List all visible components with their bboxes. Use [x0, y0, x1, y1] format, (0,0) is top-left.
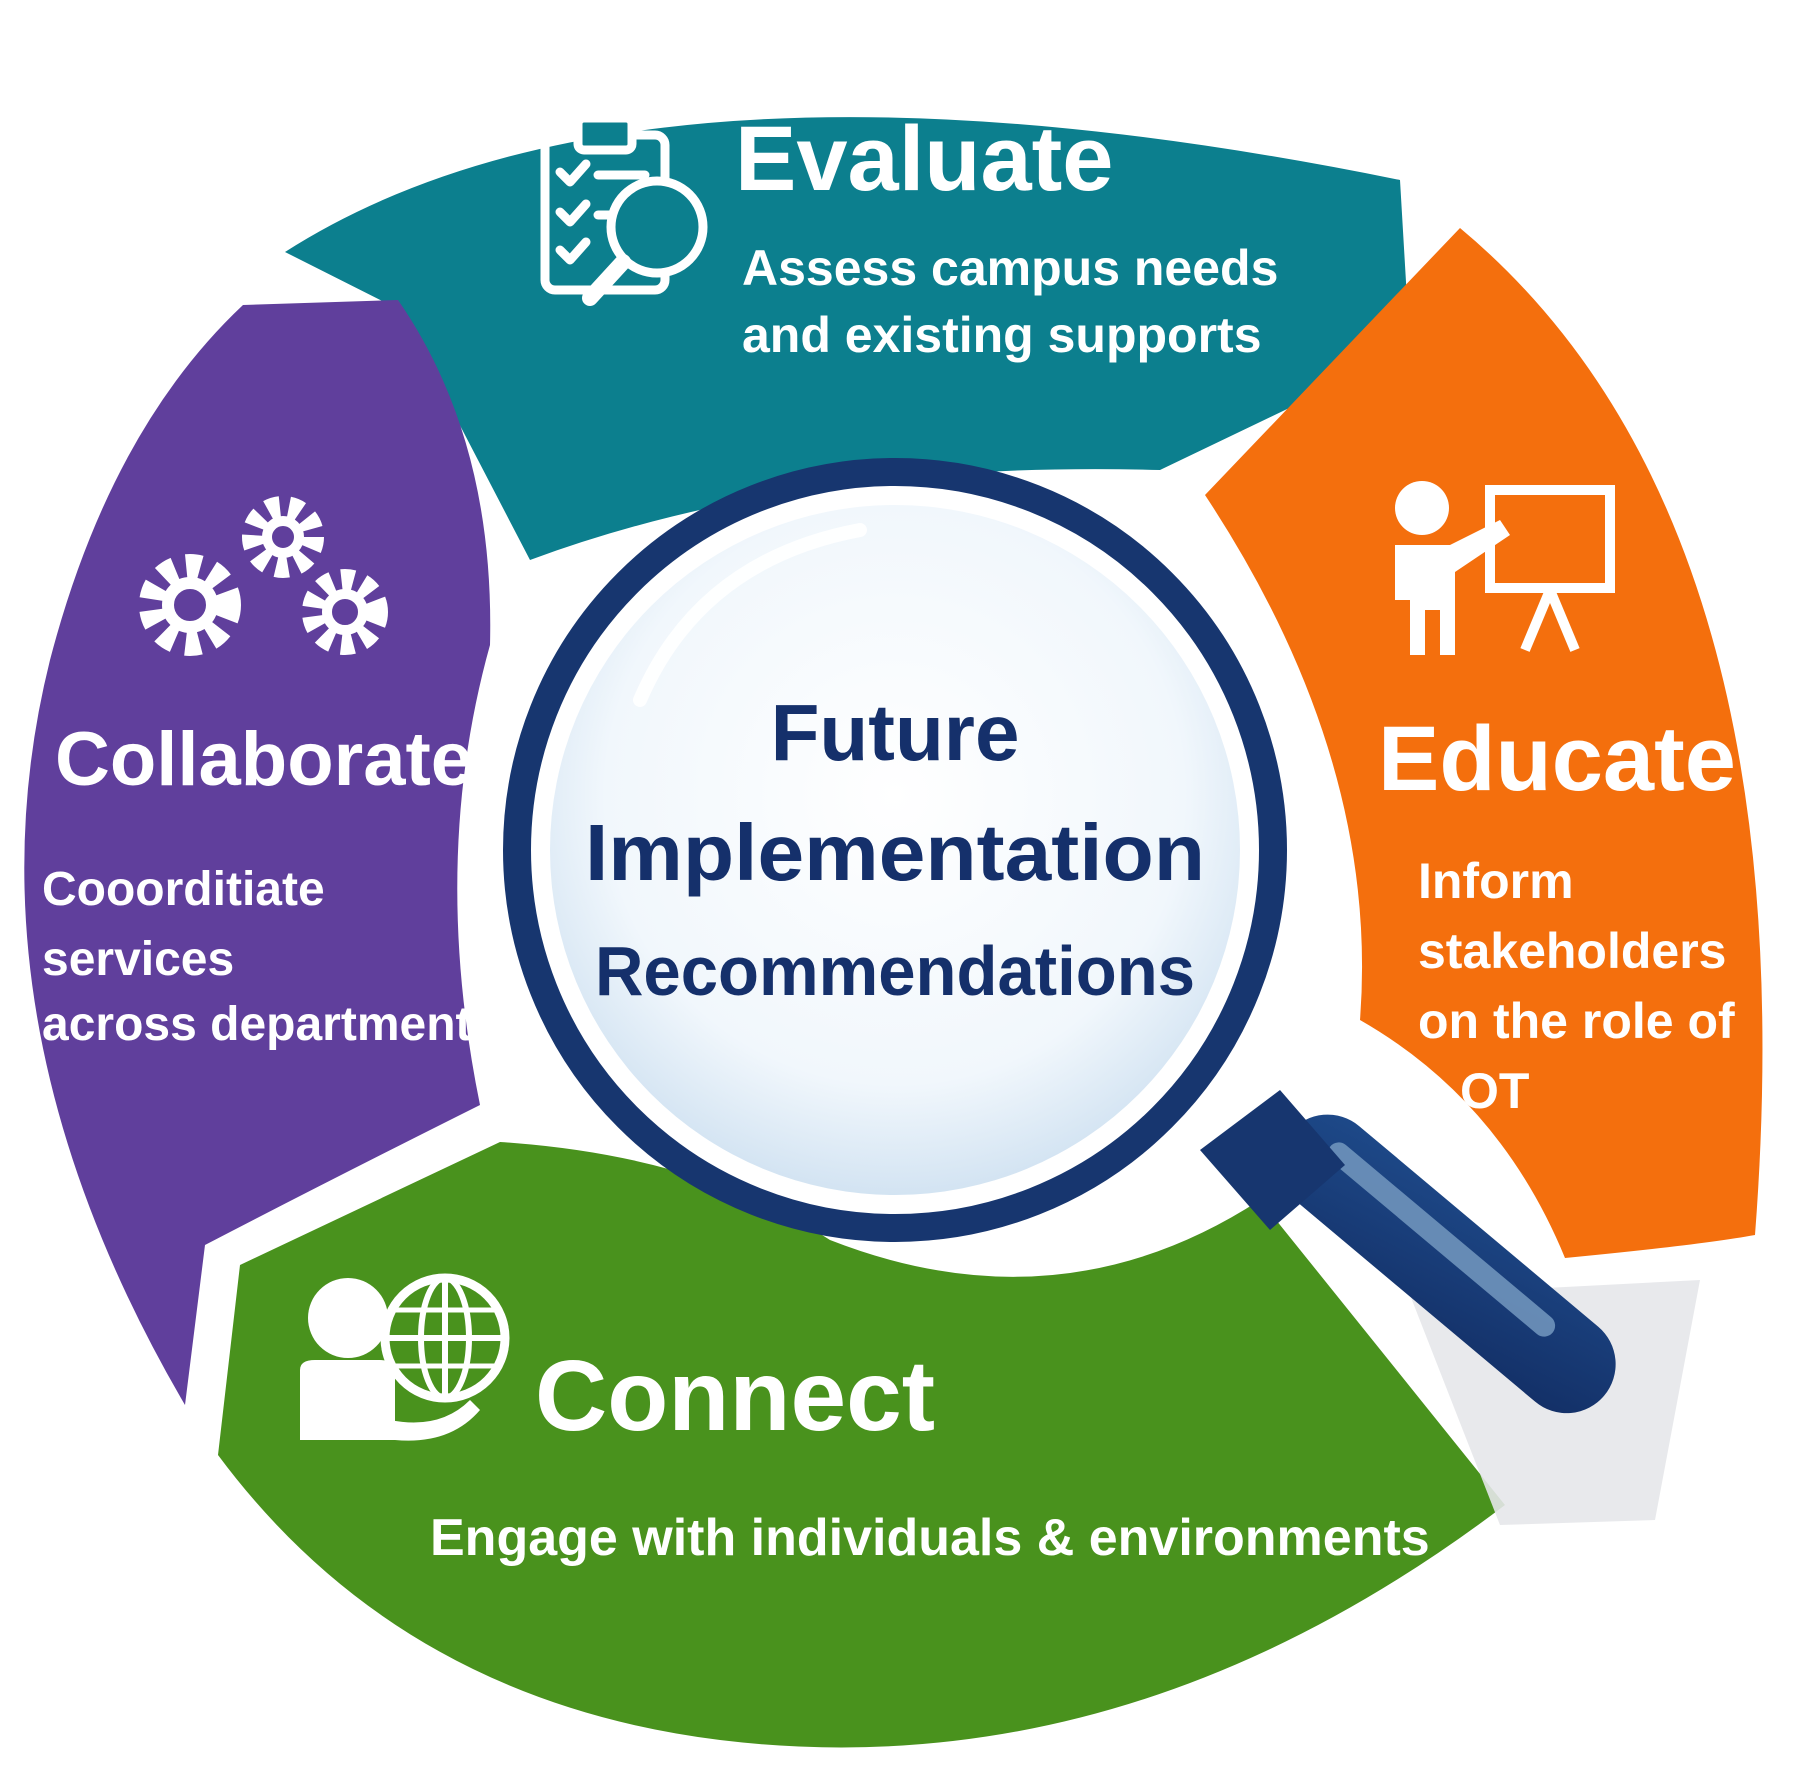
collaborate-desc-line3: across departments [42, 998, 498, 1051]
center-title-line2: Implementation [585, 808, 1205, 897]
center-title-line3: Recommendations [595, 932, 1195, 1010]
collaborate-segment [24, 300, 491, 1405]
connect-title: Connect [535, 1340, 935, 1452]
gears-icon [139, 496, 388, 656]
collaborate-title: Collaborate [55, 717, 473, 802]
connect-desc-line1: Engage with individuals & environments [430, 1509, 1430, 1567]
center-title-line1: Future [771, 688, 1020, 777]
educate-desc-line4: OT [1460, 1063, 1529, 1119]
evaluate-desc-line1: Assess campus needs [742, 240, 1278, 296]
educate-title: Educate [1378, 708, 1736, 810]
collaborate-desc-line1: Cooorditiate [42, 863, 325, 916]
evaluate-segment [285, 117, 1410, 560]
educate-segment [1205, 228, 1763, 1258]
connect-segment [218, 1142, 1505, 1748]
magnifier-handle [1200, 1090, 1700, 1525]
evaluate-desc-line2: and existing supports [742, 307, 1262, 363]
collaborate-desc-line2: services [42, 933, 234, 986]
teacher-whiteboard-icon [1395, 481, 1615, 655]
evaluate-title: Evaluate [735, 108, 1113, 210]
educate-desc-line2: stakeholders [1418, 923, 1726, 979]
educate-desc-line1: Inform [1418, 853, 1574, 909]
clipboard-magnifier-icon [540, 113, 708, 306]
educate-desc-line3: on the role of [1418, 993, 1735, 1049]
person-globe-icon [300, 1273, 510, 1441]
